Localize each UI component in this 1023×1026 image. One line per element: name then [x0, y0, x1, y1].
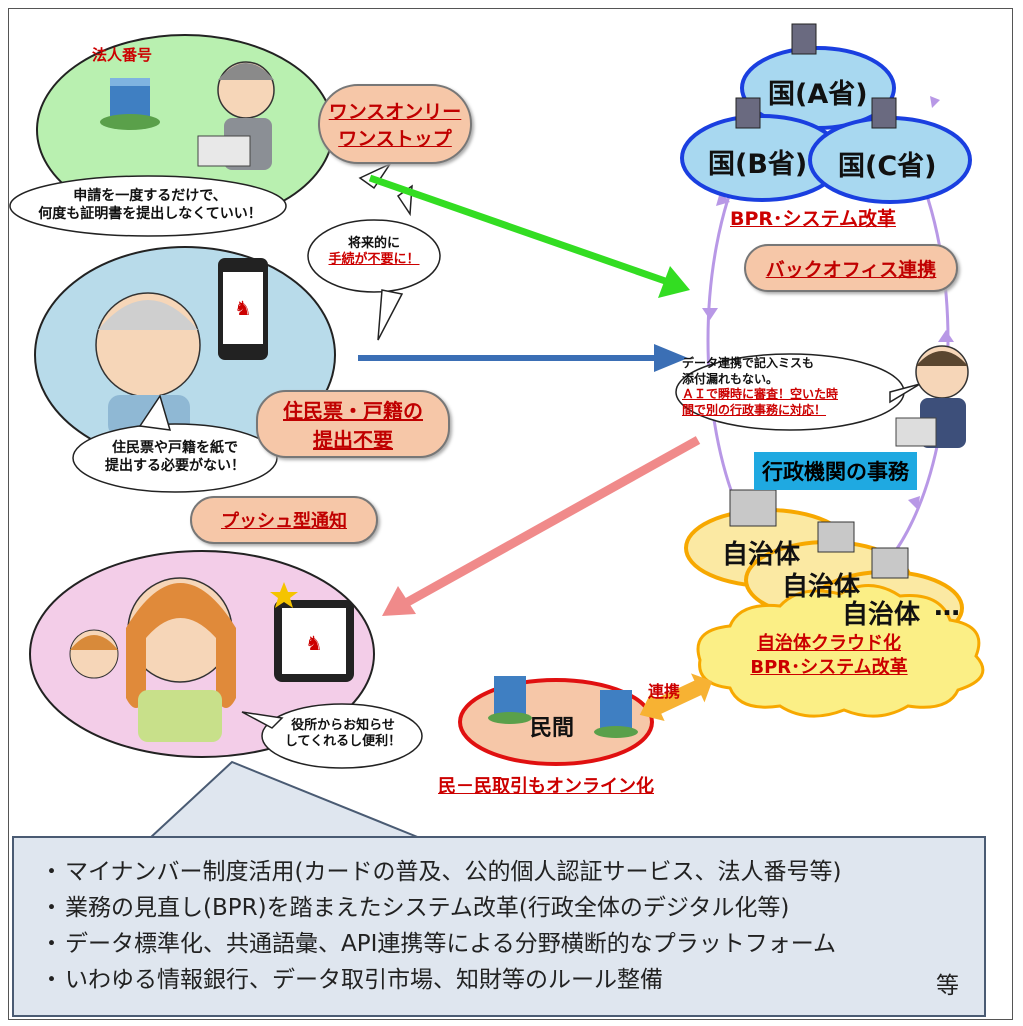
svg-text:♞: ♞: [305, 631, 323, 655]
cloud-node: [696, 584, 985, 718]
admin-worker-icon: [895, 345, 969, 448]
cloud-line1: 自治体クラウド化: [757, 633, 901, 654]
mother-icon: [126, 577, 236, 742]
future-line2: 手続が不要に！: [328, 252, 420, 268]
arrow-green: [368, 174, 690, 298]
speech-bubbles: [9, 162, 921, 769]
elder-speech-line2: 提出する必要がない！: [105, 457, 245, 474]
muni-2-label: 自治体: [782, 572, 861, 602]
ministry-building-icons: [735, 23, 897, 129]
once-only-line2: ワンストップ: [338, 128, 452, 150]
link-arrow: [639, 673, 713, 721]
summary-box: マイナンバー制度活用(カードの普及、公的個人認証サービス、法人番号等) 業務の見…: [12, 836, 986, 1017]
admin-speech-line1: データ連携で記入ミスも: [682, 356, 815, 370]
mother-speech-line1: 役所からお知らせ: [291, 718, 395, 733]
office-worker-icon: [197, 61, 275, 170]
muni-1-label: 自治体: [722, 540, 801, 570]
muni-ellipsis: …: [934, 592, 960, 622]
private-label: 民間: [530, 716, 575, 741]
corporate-number-label: 法人番号: [92, 46, 153, 64]
admin-speech-line2: 添付漏れもない。: [682, 371, 779, 386]
admin-speech-line4: 間で別の行政事務に対応！: [682, 402, 827, 417]
svg-text:♞: ♞: [234, 296, 252, 320]
future-speech: 将来的に 手続が不要に！: [314, 236, 434, 269]
tablet-icon: ♞: [270, 582, 354, 682]
elder-speech: 住民票や戸籍を紙で 提出する必要がない！: [80, 440, 270, 475]
cloud-line2: BPR･システム改革: [750, 657, 908, 679]
elder-speech-line1: 住民票や戸籍を紙で: [112, 440, 238, 456]
push-notification-tag: プッシュ型通知: [190, 496, 378, 544]
building-icon: [100, 78, 160, 130]
ministry-b-label: 国(B省): [708, 149, 808, 180]
admin-speech-line3: ＡＩで瞬時に審査！空いた時: [682, 387, 839, 402]
ministry-a-label: 国(A省): [768, 79, 868, 110]
corporate-speech-line1: 申請を一度するだけで、: [73, 188, 227, 204]
summary-item-1: マイナンバー制度活用(カードの普及、公的個人認証サービス、法人番号等): [40, 854, 984, 890]
town-hall-icons: [729, 489, 909, 579]
juminhyo-line2: 提出不要: [313, 428, 393, 452]
cloud-text: 自治体クラウド化 BPR･システム改革: [734, 632, 924, 681]
summary-list: マイナンバー制度活用(カードの普及、公的個人認証サービス、法人番号等) 業務の見…: [14, 838, 984, 998]
juminhyo-tag: 住民票・戸籍の 提出不要: [256, 390, 450, 458]
backoffice-label: バックオフィス連携: [765, 258, 937, 281]
smartphone-icon: ♞: [218, 258, 268, 360]
summary-item-3: データ標準化、共通語彙、API連携等による分野横断的なプラットフォーム: [40, 926, 984, 962]
muni-3-label: 自治体: [842, 600, 921, 630]
once-only-tag: ワンスオンリー ワンストップ: [318, 84, 472, 164]
push-label: プッシュ型通知: [221, 511, 347, 532]
summary-item-4: いわゆる情報銀行、データ取引市場、知財等のルール整備: [40, 962, 984, 998]
link-label: 連携: [648, 682, 681, 701]
mother-speech-line2: してくれるし便利！: [284, 734, 402, 750]
future-line1: 将来的に: [347, 236, 400, 251]
arrow-pink: [382, 436, 701, 616]
admin-office-label: 行政機関の事務: [754, 452, 917, 490]
mother-speech: 役所からお知らせ してくれるし便利！: [268, 718, 418, 751]
summary-pointer: [147, 760, 421, 839]
corporate-speech-line2: 何度も証明書を提出しなくていい！: [38, 205, 262, 222]
once-only-line1: ワンスオンリー: [328, 101, 462, 123]
private-caption: 民－民取引もオンライン化: [438, 776, 654, 797]
corporate-speech: 申請を一度するだけで、 何度も証明書を提出しなくていい！: [20, 188, 280, 223]
arrow-blue: [358, 344, 688, 372]
outer-frame: [8, 8, 1013, 1020]
backoffice-tag: バックオフィス連携: [744, 244, 958, 292]
baby-icon: [69, 629, 119, 679]
summary-suffix: 等: [936, 973, 959, 999]
ministry-bpr-label: BPR･システム改革: [730, 208, 896, 230]
ministry-c-label: 国(C省): [838, 151, 937, 182]
juminhyo-line1: 住民票・戸籍の: [283, 399, 423, 423]
admin-speech: データ連携で記入ミスも 添付漏れもない。 ＡＩで瞬時に審査！空いた時 間で別の行…: [682, 356, 902, 418]
private-node: [458, 676, 654, 766]
summary-item-2: 業務の見直し(BPR)を踏まえたシステム改革(行政全体のデジタル化等): [40, 890, 984, 926]
